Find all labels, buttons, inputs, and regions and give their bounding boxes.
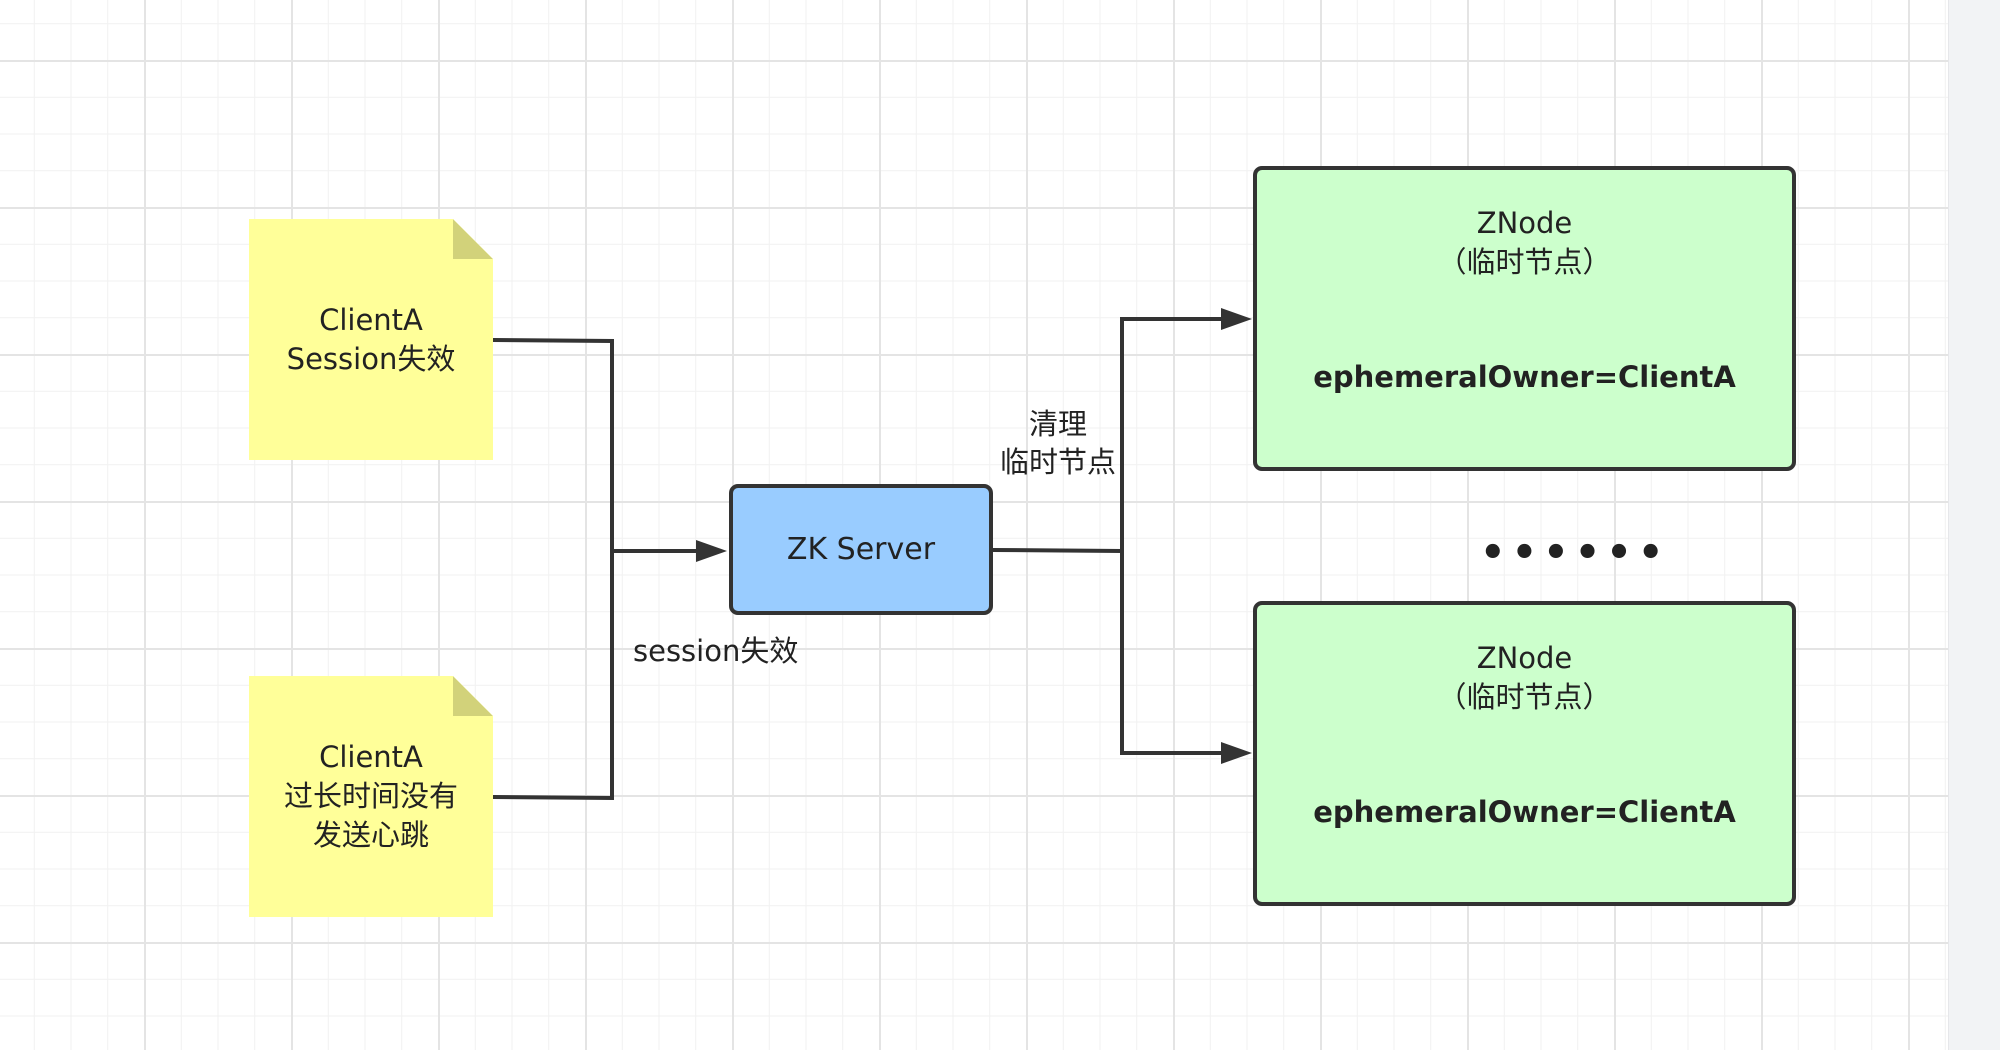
znode-title: ZNode （临时节点） — [1437, 641, 1612, 714]
arrowhead-to-znode1 — [1221, 308, 1252, 330]
edge-note2-to-junction[interactable] — [492, 551, 614, 801]
edge-junction-to-znode2[interactable] — [1120, 551, 1221, 755]
note-session-expired[interactable]: ClientA Session失效 — [249, 219, 493, 460]
connector-layer — [492, 308, 1252, 801]
scroll-panel-edge — [1948, 0, 2000, 1050]
diagram-canvas: ClientA Session失效 ClientA 过长时间没有 发送心跳 ZK… — [0, 0, 1948, 1050]
znode-owner: ephemeralOwner=ClientA — [1313, 795, 1736, 829]
note-session-expired-text: ClientA Session失效 — [286, 302, 456, 376]
edge-label-session-expired: session失效 — [633, 634, 799, 668]
znode-owner: ephemeralOwner=ClientA — [1313, 360, 1736, 394]
note-heartbeat-timeout[interactable]: ClientA 过长时间没有 发送心跳 — [249, 676, 493, 917]
znode-ephemeral-1[interactable]: ZNode （临时节点） ephemeralOwner=ClientA — [1253, 166, 1796, 471]
edge-server-to-junction[interactable] — [992, 548, 1123, 553]
more-nodes-ellipsis: •••••• — [1480, 530, 1670, 576]
zk-server-label: ZK Server — [786, 532, 936, 567]
arrowhead-to-znode2 — [1221, 742, 1252, 764]
arrowhead-to-server — [696, 540, 727, 562]
znode-title: ZNode （临时节点） — [1437, 206, 1612, 279]
zk-server-node[interactable]: ZK Server — [729, 484, 993, 615]
edge-label-cleanup: 清理 临时节点 — [999, 407, 1116, 479]
edge-note1-to-junction[interactable] — [492, 338, 614, 551]
note-heartbeat-timeout-text: ClientA 过长时间没有 发送心跳 — [283, 740, 458, 852]
edge-junction-to-znode1[interactable] — [1120, 317, 1221, 551]
znode-ephemeral-2[interactable]: ZNode （临时节点） ephemeralOwner=ClientA — [1253, 601, 1796, 906]
